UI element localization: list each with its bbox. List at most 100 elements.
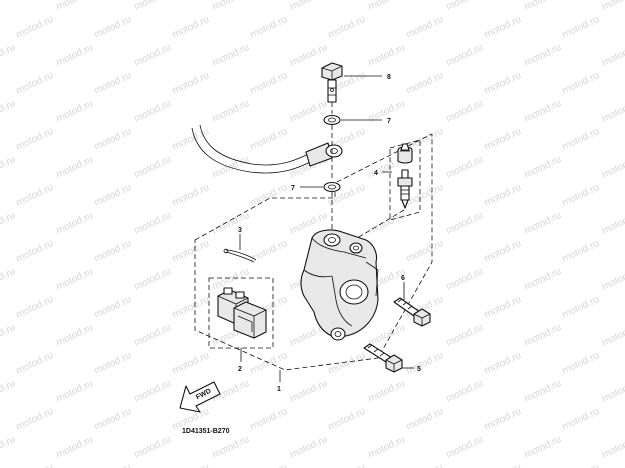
watermark-text: motod.ru (289, 42, 329, 69)
watermark-text: motod.ru (289, 378, 329, 405)
watermark-text: motod.ru (483, 126, 523, 153)
callout-5: 5 (417, 366, 421, 373)
watermark-text: motod.ru (289, 98, 329, 125)
watermark-text: motod.ru (93, 406, 133, 433)
caliper-body (300, 229, 379, 341)
watermark-text: motod.ru (0, 322, 17, 349)
callout-7-upper: 7 (387, 118, 391, 125)
watermark-text: motod.ru (55, 210, 95, 237)
watermark-text: motod.ru (483, 14, 523, 41)
watermark-text: motod.ru (601, 42, 625, 69)
watermark-text: motod.ru (327, 350, 367, 377)
fwd-arrow-icon: FWD (179, 381, 221, 413)
watermark-text: motod.ru (523, 434, 563, 461)
brake-hose (191, 124, 343, 174)
watermark-text: motod.ru (0, 98, 17, 125)
callout-1: 1 (277, 386, 281, 393)
watermark-text: motod.ru (601, 266, 625, 293)
watermark-text: motod.ru (15, 126, 55, 153)
bleed-screw (397, 169, 413, 209)
watermark-text: motod.ru (523, 322, 563, 349)
watermark-text: motod.ru (15, 238, 55, 265)
watermark-text: motod.ru (133, 0, 173, 13)
watermark-text: motod.ru (133, 210, 173, 237)
watermark-text: motod.ru (445, 0, 485, 13)
watermark-text: motod.ru (211, 0, 251, 13)
watermark-text: motod.ru (405, 462, 445, 468)
watermark-text: motod.ru (445, 378, 485, 405)
watermark-text: motod.ru (15, 294, 55, 321)
watermark-text: motod.ru (15, 14, 55, 41)
watermark-text: motod.ru (483, 182, 523, 209)
watermark-text: motod.ru (55, 0, 95, 13)
watermark-text: motod.ru (601, 98, 625, 125)
washer-lower (323, 181, 341, 193)
watermark-text: motod.ru (55, 434, 95, 461)
watermark-text: motod.ru (445, 98, 485, 125)
watermark-text: motod.ru (249, 70, 289, 97)
watermark-text: motod.ru (367, 378, 407, 405)
watermark-text: motod.ru (445, 154, 485, 181)
watermark-text: motod.ru (523, 42, 563, 69)
watermark-text: motod.ru (55, 154, 95, 181)
watermark-text: motod.ru (15, 182, 55, 209)
watermark-text: motod.ru (171, 126, 211, 153)
watermark-text: motod.ru (601, 0, 625, 13)
watermark-text: motod.ru (55, 266, 95, 293)
watermark-text: motod.ru (601, 434, 625, 461)
watermark-text: motod.ru (327, 14, 367, 41)
watermark-text: motod.ru (523, 0, 563, 13)
watermark-text: motod.ru (601, 154, 625, 181)
watermark-text: motod.ru (561, 14, 601, 41)
brake-pad-front (233, 301, 267, 339)
watermark-text: motod.ru (367, 210, 407, 237)
axis-line-bleed (353, 209, 405, 241)
watermark-text: motod.ru (445, 322, 485, 349)
watermark-text: motod.ru (561, 294, 601, 321)
watermark-text: motod.ru (483, 350, 523, 377)
watermark-text: motod.ru (171, 14, 211, 41)
watermark-text: motod.ru (0, 210, 17, 237)
watermark-text: motod.ru (405, 238, 445, 265)
watermark-text: motod.ru (367, 434, 407, 461)
watermark-text: motod.ru (0, 434, 17, 461)
callout-7-lower: 7 (291, 185, 295, 192)
watermark-text: motod.ru (93, 70, 133, 97)
watermark-text: motod.ru (601, 210, 625, 237)
watermark-text: motod.ru (561, 182, 601, 209)
watermark-text: motod.ru (15, 406, 55, 433)
watermark-text: motod.ru (523, 98, 563, 125)
watermark-text: motod.ru (405, 350, 445, 377)
watermark-text: motod.ru (93, 350, 133, 377)
watermark-text: motod.ru (367, 0, 407, 13)
watermark-text: motod.ru (211, 210, 251, 237)
watermark-text: motod.ru (171, 182, 211, 209)
watermark-text: motod.ru (93, 126, 133, 153)
watermark-text: motod.ru (133, 378, 173, 405)
assembly-outline-1 (194, 133, 433, 371)
watermark-text: motod.ru (171, 238, 211, 265)
assembly-outline-4 (389, 139, 421, 221)
watermark-text: motod.ru (171, 294, 211, 321)
watermark-text: motod.ru (0, 266, 17, 293)
watermark-text: motod.ru (561, 238, 601, 265)
watermark-text: motod.ru (93, 14, 133, 41)
watermark-text: motod.ru (55, 98, 95, 125)
watermark-text: motod.ru (15, 350, 55, 377)
union-bolt (321, 62, 343, 103)
watermark-text: motod.ru (93, 238, 133, 265)
watermark-text: motod.ru (133, 154, 173, 181)
watermark-text: motod.ru (133, 42, 173, 69)
watermark-text: motod.ru (445, 434, 485, 461)
watermark-text: motod.ru (55, 42, 95, 69)
bleed-screw-cap (397, 143, 413, 164)
watermark-text: motod.ru (483, 406, 523, 433)
watermark-text: motod.ru (211, 42, 251, 69)
watermark-text: motod.ru (133, 322, 173, 349)
watermark-text: motod.ru (249, 462, 289, 468)
watermark-text: motod.ru (249, 14, 289, 41)
washer-upper (323, 114, 341, 126)
